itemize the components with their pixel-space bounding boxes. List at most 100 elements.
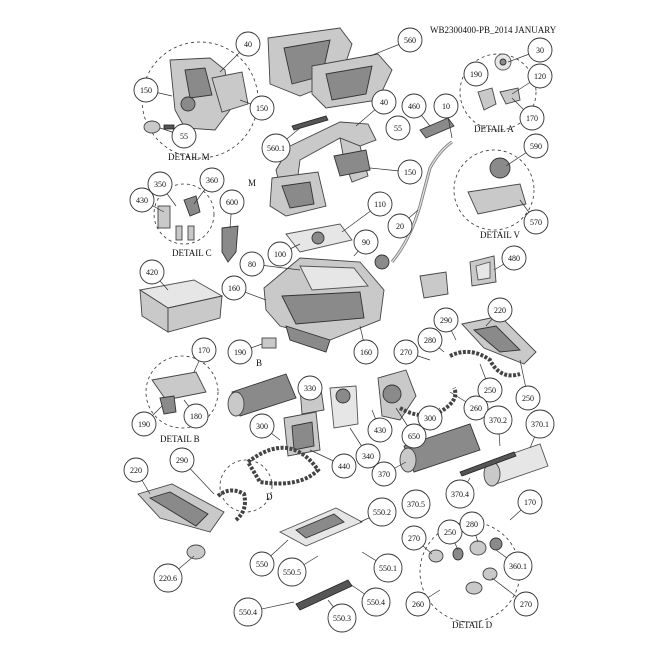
impeller-part [335, 388, 351, 404]
document-id: WB2300400-PB_2014 JANUARY [430, 25, 557, 35]
filter-plate-center-part [311, 231, 325, 245]
pin-a-part [175, 225, 183, 241]
callout-label: 370.2 [489, 416, 507, 425]
callout-label: 270 [408, 534, 420, 543]
callout-circle [401, 423, 427, 449]
callout-c430b: 430 [367, 417, 393, 443]
left-roller-group [227, 373, 297, 417]
side-panel-part [151, 371, 207, 401]
callout-label: 10 [442, 102, 450, 111]
right-belt-part [449, 349, 521, 378]
callout-c350: 350 [147, 171, 173, 197]
top-cover-right-grille [325, 65, 373, 101]
callout-label: 370.4 [451, 490, 469, 499]
callout-c280a: 280 [417, 327, 443, 353]
pin-b-part [187, 225, 195, 241]
right-roller-group [399, 423, 549, 487]
callout-circle [393, 339, 419, 365]
callout-c270c: 270 [513, 591, 539, 617]
callout-label: 440 [338, 462, 350, 471]
latch-part [221, 225, 239, 263]
callout-circle [373, 553, 403, 583]
callout-c220b: 220 [123, 457, 149, 483]
callout-label: 290 [440, 316, 452, 325]
callout-circle [433, 93, 459, 119]
filter-basket-group [138, 279, 224, 333]
detail-c-title: DETAIL C [172, 248, 212, 258]
callout-label: 300 [256, 422, 268, 431]
pulley-e-part [465, 581, 483, 595]
callout-label: 360.1 [509, 562, 527, 571]
callout-circle [397, 27, 423, 53]
gear-bracket-part [467, 183, 527, 215]
handle-cap-inner-part [281, 181, 315, 209]
wheel-cap-part [186, 544, 206, 560]
callout-circle [523, 209, 549, 235]
callout-c330: 330 [297, 375, 323, 401]
gear-part [489, 157, 511, 179]
callout-circle [153, 563, 183, 593]
callout-circle [147, 171, 173, 197]
callout-label: 110 [374, 200, 386, 209]
callout-c570: 570 [523, 209, 549, 235]
callout-c370_4: 370.4 [445, 479, 475, 509]
cable-highlight [391, 141, 453, 263]
callout-circle [487, 297, 513, 323]
callout-label: 370 [378, 470, 390, 479]
right-motor-housing-inner [472, 325, 521, 353]
callout-label: 280 [424, 336, 436, 345]
callout-label: 55 [180, 132, 188, 141]
callout-c120: 120 [527, 63, 553, 89]
callout-label: 160 [228, 284, 240, 293]
callout-c250c: 250 [437, 519, 463, 545]
callout-label: 90 [362, 238, 370, 247]
motor-650-hub [382, 384, 402, 404]
callout-label: 270 [400, 348, 412, 357]
axle-part [459, 451, 517, 477]
callout-circle [527, 37, 553, 63]
callout-circle [221, 275, 247, 301]
callout-c560a: 560 [397, 27, 423, 53]
callout-label: 480 [508, 254, 520, 263]
callout-c550_1: 550.1 [373, 553, 403, 583]
callout-circle [249, 95, 275, 121]
callout-c100: 100 [267, 241, 293, 267]
callout-c290b: 290 [169, 447, 195, 473]
callout-c590: 590 [523, 133, 549, 159]
callout-circle [501, 245, 527, 271]
callout-circle [235, 31, 261, 57]
detail-a-group: DETAIL A [459, 53, 537, 134]
callout-c370_2: 370.2 [483, 405, 513, 435]
pulley-d-part [489, 537, 503, 551]
detail-a-circle [459, 53, 537, 131]
callout-c550_4a: 550.4 [233, 597, 263, 627]
callout-circle [437, 519, 463, 545]
detail-b-title: DETAIL B [160, 434, 200, 444]
callout-circle [233, 597, 263, 627]
callout-label: 190 [470, 70, 482, 79]
callout-circle [219, 189, 245, 215]
marker-b: B [256, 358, 262, 368]
callout-circle [139, 259, 165, 285]
callout-label: 55 [394, 124, 402, 133]
callout-circle [297, 375, 323, 401]
callout-label: 270 [520, 600, 532, 609]
callout-circle [171, 123, 197, 149]
left-belt-part [216, 488, 247, 522]
callout-c55a: 55 [171, 123, 197, 149]
callout-label: 190 [138, 420, 150, 429]
callout-label: 220 [494, 306, 506, 315]
small-roller-part [419, 117, 455, 139]
callout-c280b: 280 [459, 511, 485, 537]
callout-c260b: 260 [405, 591, 431, 617]
callout-c270b: 270 [401, 525, 427, 551]
callout-c150a: 150 [133, 77, 159, 103]
main-body-base-part [285, 325, 331, 353]
callout-label: 360 [206, 176, 218, 185]
callout-circle [191, 337, 217, 363]
callout-c150b: 150 [249, 95, 275, 121]
bristle-brush-part [295, 579, 353, 611]
